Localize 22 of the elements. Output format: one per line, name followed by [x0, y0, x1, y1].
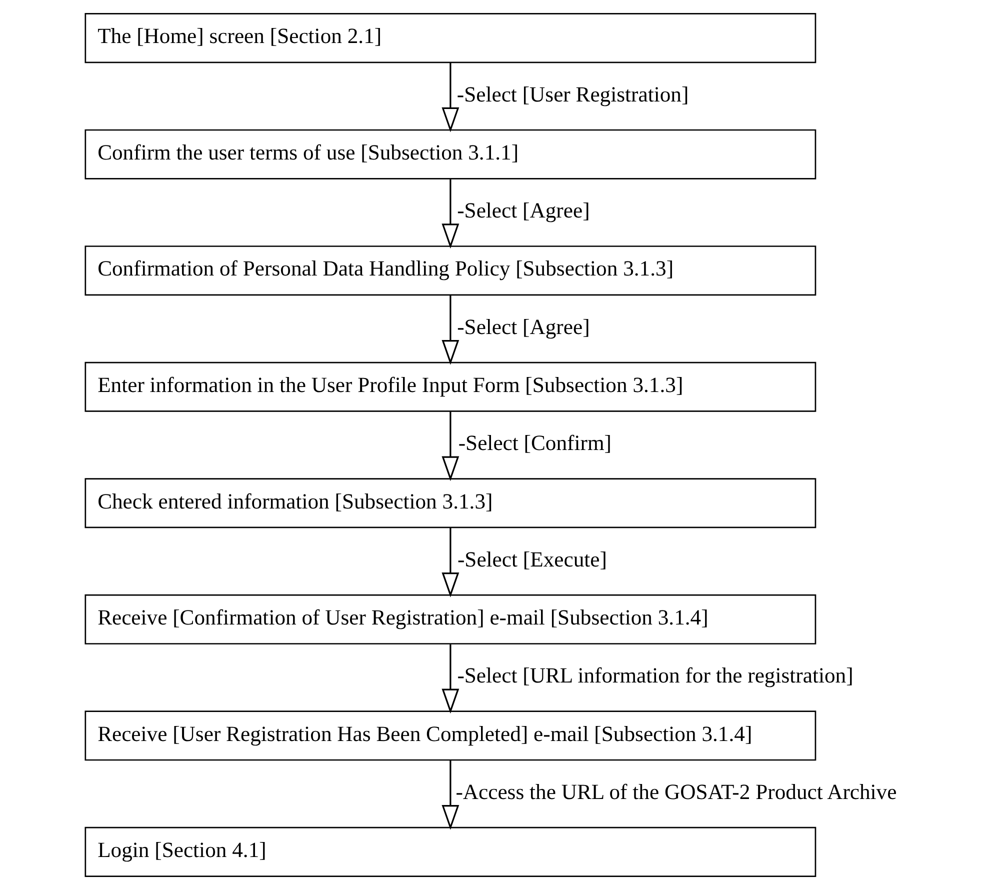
- edge-label: -Select [Agree]: [456, 198, 590, 223]
- arrow: [441, 528, 459, 598]
- arrow: [441, 644, 459, 714]
- arrow: [441, 412, 459, 482]
- arrow: [441, 62, 459, 132]
- edge-label: -Select [Agree]: [456, 314, 590, 339]
- arrow: [441, 179, 459, 249]
- node-box: Confirm the user terms of use [Subsection 3.1.1]: [84, 129, 816, 180]
- arrow: [441, 295, 459, 365]
- node-box: Enter information in the User Profile Input Form [Subsection 3.1.3]: [84, 362, 816, 412]
- node-box: Receive [Confirmation of User Registration] e-mail [Subsection 3.1.4]: [84, 594, 816, 644]
- edge-label: -Access the URL of the GOSAT-2 Product Archive: [455, 780, 896, 804]
- node-box: The [Home] screen [Section 2.1]: [84, 13, 816, 64]
- node-box: Confirmation of Personal Data Handling Policy [Subsection 3.1.3]: [84, 246, 816, 296]
- node-box: Check entered information [Subsection 3.1.3]: [84, 478, 816, 528]
- edge-label: -Select [Execute]: [456, 547, 606, 572]
- node-box: Login [Section 4.1]: [84, 826, 816, 877]
- edge-label: -Select [Confirm]: [458, 431, 612, 456]
- edge-label: -Select [User Registration]: [456, 82, 688, 106]
- arrow: [441, 760, 459, 830]
- edge-label: -Select [URL information for the registration]: [456, 664, 853, 688]
- node-box: Receive [User Registration Has Been Completed] e-mail [Subsection 3.1.4]: [84, 710, 816, 761]
